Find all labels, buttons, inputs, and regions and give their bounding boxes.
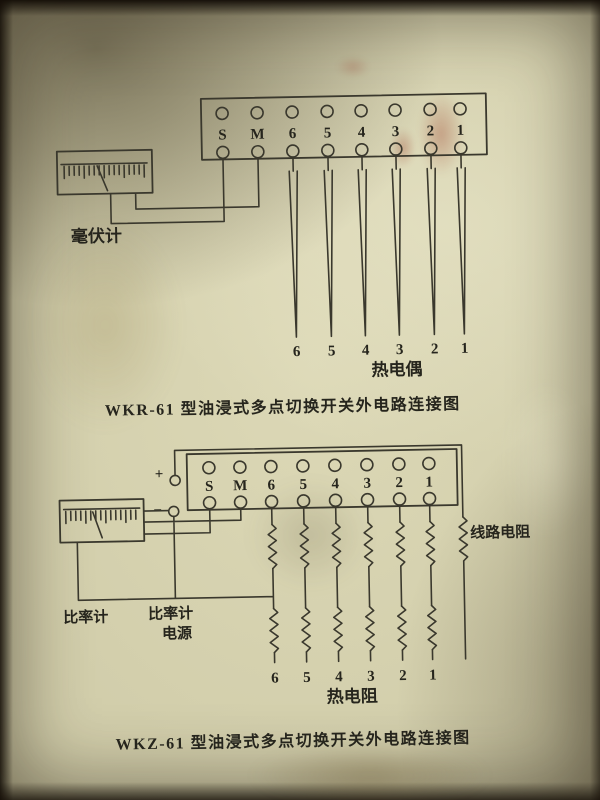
terminal-label: 1	[425, 474, 433, 490]
wires	[76, 444, 467, 664]
terminal-label: S	[218, 127, 227, 143]
terminal-label: 4	[358, 125, 366, 141]
terminal-labels: S M 6 5 4 3 2 1	[218, 123, 464, 144]
terminal-label: 3	[363, 476, 371, 492]
terminal-box	[199, 92, 488, 161]
terminal-label: M	[250, 127, 264, 143]
terminal-label: 4	[331, 476, 339, 492]
terminal-label: 6	[267, 477, 275, 493]
terminal-label: M	[233, 478, 247, 494]
thermal-resistor-group-label: 热电阻	[327, 686, 378, 707]
millivoltmeter-label: 毫伏计	[71, 225, 122, 246]
sensor-number: 2	[431, 341, 439, 357]
meter-scale-icon	[62, 507, 141, 525]
wkr61-diagram: S M 6 5 4 3 2 1	[55, 92, 488, 420]
sensor-number: 3	[396, 342, 404, 358]
meter-body	[55, 148, 154, 196]
ratio-meter-label: 比率计	[63, 608, 108, 627]
wires	[109, 153, 462, 225]
terminal-label: 1	[457, 123, 465, 139]
sensor-number: 1	[429, 667, 437, 683]
terminal-top-circles	[215, 102, 467, 121]
thermocouple-group-label: 热电偶	[371, 359, 422, 380]
minus-terminal	[167, 505, 180, 518]
terminal-labels: S M 6 5 4 3 2 1	[205, 474, 433, 494]
meter-needle-icon	[96, 165, 109, 192]
sensor-number: 6	[271, 670, 279, 686]
line-resistance-label: 线路电阻	[470, 523, 530, 542]
sensor-number: 2	[399, 668, 407, 684]
printed-diagram-content: S M 6 5 4 3 2 1	[55, 92, 530, 754]
sensor-number: 5	[328, 343, 336, 359]
terminal-box	[185, 448, 459, 512]
terminal-label: 2	[395, 475, 403, 491]
plus-sign: +	[155, 467, 164, 483]
millivoltmeter	[55, 148, 154, 196]
meter-scale-icon	[60, 162, 148, 180]
caption-wkr61: WKR-61 型油浸式多点切换开关外电路连接图	[105, 394, 461, 420]
terminal-label: 3	[392, 124, 400, 140]
terminal-label: 2	[427, 123, 435, 139]
thermal-resistor-numbers: 6 5 4 3 2 1	[271, 667, 437, 686]
thermocouple-icons	[288, 166, 470, 338]
line-resistor-icons	[267, 516, 469, 570]
supply-label-line2: 电源	[162, 624, 192, 643]
sensor-number: 4	[335, 669, 343, 685]
thermocouple-numbers: 6 5 4 3 2 1	[293, 341, 469, 360]
sensor-number: 4	[362, 343, 370, 359]
terminal-label: 5	[324, 125, 332, 141]
terminal-top-circles	[202, 456, 436, 475]
terminal-label: 6	[289, 126, 297, 142]
meter-body	[58, 498, 146, 544]
plus-terminal	[169, 474, 181, 487]
sensor-number: 1	[461, 341, 469, 357]
caption-wkz61: WKZ-61 型油浸式多点切换开关外电路连接图	[116, 728, 471, 754]
terminal-label: S	[205, 479, 214, 495]
ratio-meter	[58, 498, 146, 544]
supply-label-line1: 比率计	[148, 604, 193, 623]
terminal-label: 5	[299, 477, 307, 493]
sensor-number: 5	[303, 670, 311, 686]
sensor-number: 6	[293, 344, 301, 360]
meter-needle-icon	[91, 511, 104, 539]
sensor-number: 3	[367, 669, 375, 685]
wkz61-diagram: S M 6 5 4 3 2 1 +	[58, 444, 530, 754]
thermal-resistor-icons	[268, 604, 438, 654]
